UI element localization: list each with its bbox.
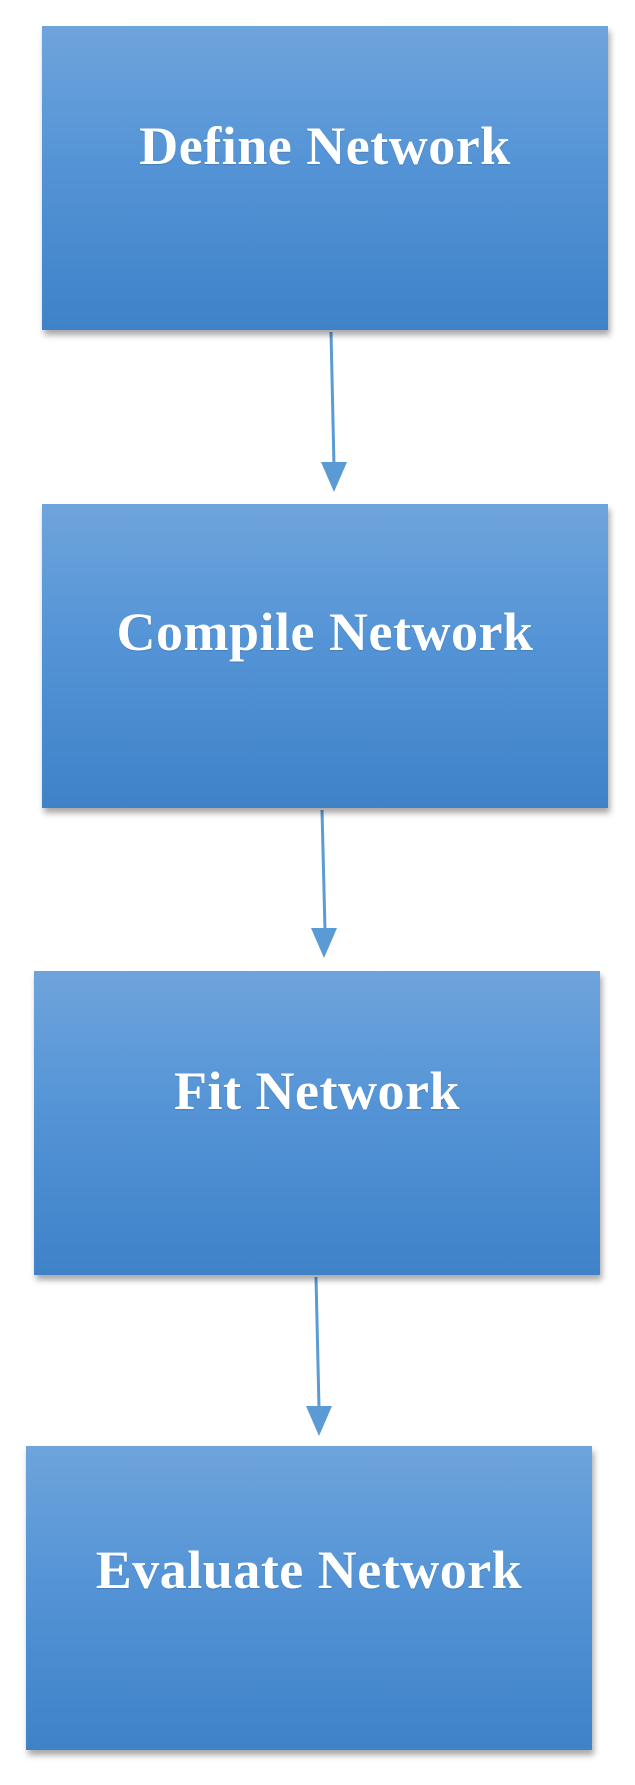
- step-label: Fit Network: [174, 1061, 460, 1121]
- arrow-head: [306, 1406, 332, 1436]
- arrow-shaft: [320, 809, 327, 931]
- step-label: Define Network: [139, 116, 511, 176]
- arrow-shaft: [329, 331, 336, 467]
- arrow-define-to-compile: [321, 331, 347, 492]
- arrow-head: [321, 462, 347, 492]
- step-evaluate-network: Evaluate Network: [26, 1446, 592, 1750]
- step-label: Compile Network: [116, 602, 534, 662]
- arrow-head: [311, 928, 337, 958]
- arrow-compile-to-fit: [311, 809, 337, 958]
- step-define-network: Define Network: [42, 26, 608, 330]
- arrow-fit-to-evaluate: [306, 1276, 332, 1436]
- arrow-shaft: [314, 1276, 321, 1409]
- step-compile-network: Compile Network: [42, 504, 608, 808]
- step-fit-network: Fit Network: [34, 971, 600, 1275]
- step-label: Evaluate Network: [95, 1540, 523, 1600]
